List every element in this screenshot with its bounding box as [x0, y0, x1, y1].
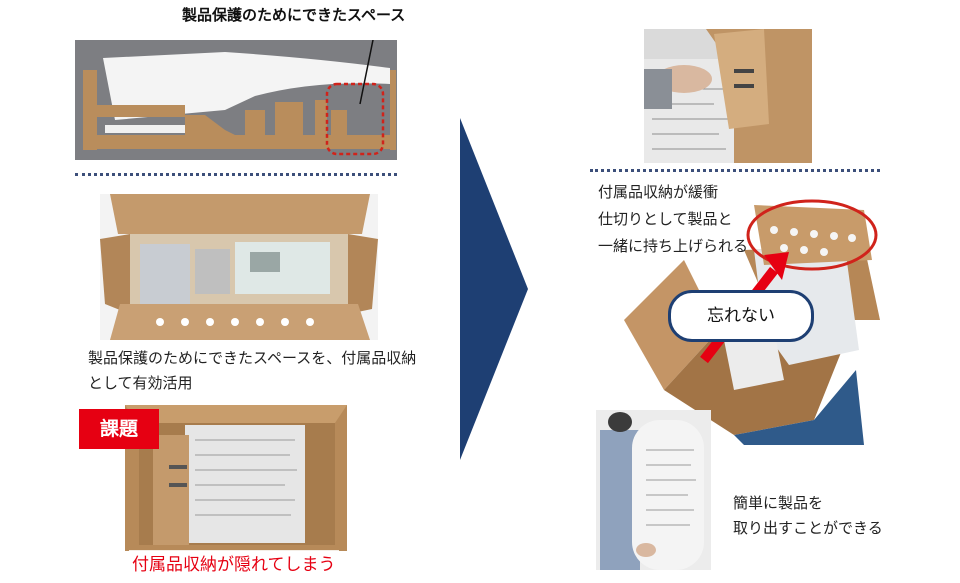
divider-right	[590, 169, 880, 172]
right-caption-2-line-2: 取り出すことができる	[733, 519, 883, 537]
issue-caption: 付属品収納が隠れてしまう	[129, 550, 339, 575]
side-view-drawing	[83, 40, 396, 156]
carry-product-photo	[596, 410, 711, 570]
arrow-right-icon	[460, 118, 528, 460]
right-caption-1-line-1: 付属品収納が緩衝	[598, 183, 719, 201]
open-box-photo	[100, 194, 378, 340]
carry-product-drawing	[596, 410, 711, 570]
divider-left	[75, 173, 397, 176]
side-view-image	[75, 40, 397, 160]
lift-divider-drawing	[644, 29, 812, 163]
issue-badge: 課題	[79, 409, 159, 449]
dont-forget-bubble: 忘れない	[668, 290, 814, 342]
space-callout-label: 製品保護のためにできたスペース	[182, 6, 406, 24]
lift-divider-photo	[644, 29, 812, 163]
hidden-storage-drawing	[125, 405, 347, 545]
left-caption-line-2: として有効活用	[88, 374, 193, 392]
hidden-storage-photo	[125, 405, 347, 551]
right-caption-2-line-1: 簡単に製品を	[733, 494, 824, 512]
right-caption-1-line-2: 仕切りとして製品と	[598, 210, 733, 228]
right-caption-1-line-3: 一緒に持ち上げられる	[598, 237, 749, 255]
open-box-drawing	[100, 194, 378, 340]
left-caption-line-1: 製品保護のためにできたスペースを、付属品収納	[88, 349, 417, 367]
